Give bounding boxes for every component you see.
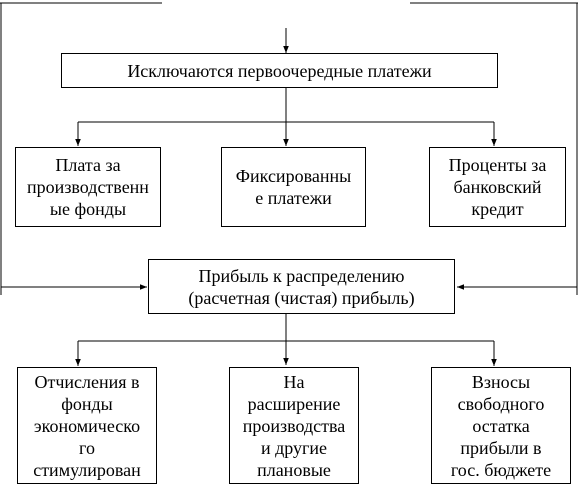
- allocation-box-expansion: На расширение производства и другие план…: [229, 367, 359, 484]
- payment-box-fund-fees: Плата за производственн ые фонды: [15, 147, 161, 227]
- allocation-3-line-2: свободного: [457, 393, 545, 414]
- allocation-3-line-3: остатка: [472, 415, 530, 436]
- payment-1-line-3: ые фонды: [49, 199, 127, 219]
- allocation-3-line-5: гос. бюджете: [450, 459, 552, 480]
- top-box-deductions: Исключаются первоочередные платежи: [61, 53, 498, 88]
- profit-line-2: (расчетная (чистая) прибыль): [188, 287, 415, 308]
- payment-3-line-3: кредит: [471, 199, 524, 219]
- payment-1-line-1: Плата за: [55, 155, 121, 175]
- allocation-2-line-4: и другие: [260, 437, 328, 458]
- allocation-2-line-2: расширение: [247, 393, 341, 414]
- profit-box: Прибыль к распределению (расчетная (чист…: [148, 259, 455, 314]
- allocation-2-line-3: производства: [242, 415, 346, 436]
- allocation-1-line-4: го: [79, 437, 95, 458]
- allocation-box-incentive-funds: Отчисления в фонды экономическо го стиму…: [17, 367, 157, 484]
- top-box-line: Исключаются первоочередные платежи: [127, 60, 432, 81]
- allocation-box-budget-contributions: Взносы свободного остатка прибыли в гос.…: [431, 367, 571, 484]
- payment-box-fixed: Фиксированны е платежи: [221, 147, 366, 227]
- payment-1-line-2: производственн: [27, 177, 149, 197]
- allocation-1-line-3: экономическо: [33, 415, 141, 436]
- payment-3-line-2: банковский: [453, 177, 542, 197]
- allocation-2-line-5: плановые: [257, 459, 331, 480]
- profit-line-1: Прибыль к распределению: [198, 265, 405, 286]
- payment-3-line-1: Проценты за: [448, 155, 547, 175]
- allocation-3-line-1: Взносы: [471, 371, 531, 392]
- allocation-1-line-2: фонды: [61, 393, 113, 414]
- payment-2-line-2: е платежи: [255, 188, 332, 208]
- payment-box-bank-interest: Проценты за банковский кредит: [429, 147, 566, 227]
- allocation-1-line-5: стимулирован: [33, 459, 141, 480]
- allocation-3-line-4: прибыли в: [460, 437, 542, 458]
- payment-2-line-1: Фиксированны: [235, 166, 352, 186]
- allocation-1-line-1: Отчисления в: [34, 371, 140, 392]
- allocation-2-line-1: На: [283, 371, 305, 392]
